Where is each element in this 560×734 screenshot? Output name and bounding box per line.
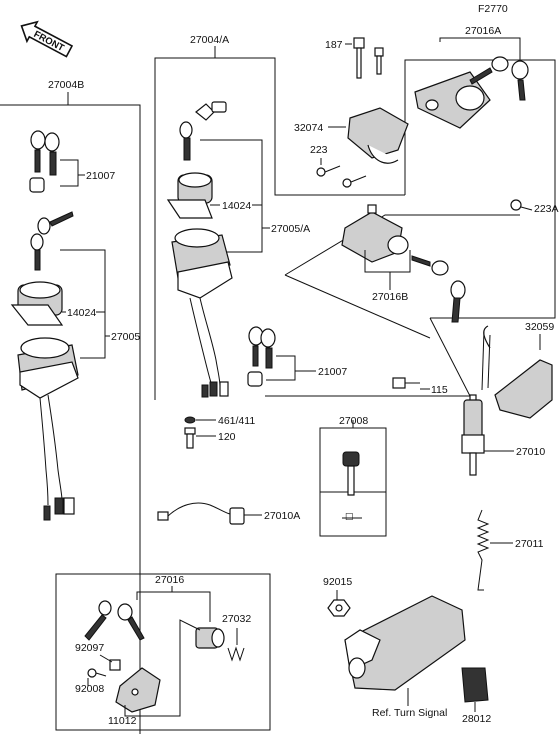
screw-223a-icon: [510, 199, 533, 211]
group-turn-signal-bracket: 92015 28012 Ref. Turn Signal: [323, 576, 491, 725]
label-27010a: 27010A: [264, 510, 300, 522]
group-27010: 27010: [461, 394, 545, 476]
group-32059: 32059: [481, 321, 554, 419]
reflector-icon: [461, 667, 489, 703]
label-14024a: 14024: [67, 307, 96, 319]
svg-text:☐: ☐: [345, 512, 354, 523]
label-27008: 27008: [339, 415, 368, 427]
figure-code: F2770: [478, 3, 508, 15]
bolt-115-icon: [392, 377, 420, 389]
keys-icon: [29, 130, 60, 193]
label-27032: 27032: [222, 613, 251, 625]
label-28012: 28012: [462, 713, 491, 725]
spring-icon: [227, 646, 245, 662]
label-21007b: 21007: [318, 366, 347, 378]
bracket-icon: [494, 359, 553, 419]
screw-icon: [184, 427, 196, 449]
label-32074: 32074: [294, 122, 323, 134]
label-92008: 92008: [75, 683, 104, 695]
label-21007a: 21007: [86, 170, 115, 182]
label-27016b: 27016B: [372, 291, 408, 303]
label-27010: 27010: [516, 446, 545, 458]
group-27004a: 27004/A 14024 27005/A: [154, 34, 405, 525]
label-120: 120: [218, 431, 236, 443]
key-icon: [30, 211, 74, 271]
label-14024b: 14024: [222, 200, 251, 212]
nut-icon: [109, 659, 121, 671]
keys-icon: [469, 56, 529, 101]
cover-plate-icon: [115, 667, 161, 713]
group-27016: 27016 27032 92097 92008: [55, 573, 271, 731]
ref-turn-signal-note: Ref. Turn Signal: [372, 707, 447, 719]
label-27005a: 27005/A: [271, 223, 310, 235]
label-461-411: 461/411: [218, 415, 255, 427]
nut-icon: [327, 599, 351, 617]
keys-icon: [179, 101, 227, 161]
label-27016: 27016: [155, 574, 184, 586]
switch-cable-icon: [157, 502, 245, 525]
switch-27010-icon: [461, 394, 485, 476]
ignition-switch-icon: [17, 337, 79, 521]
label-27004b: 27004B: [48, 79, 84, 91]
ignition-switch-icon: [171, 228, 233, 398]
spring-27011-icon: [476, 509, 490, 591]
keys-icon: [411, 255, 466, 323]
washer-icon: [184, 416, 196, 424]
label-27004a: 27004/A: [190, 34, 229, 46]
label-92097: 92097: [75, 642, 104, 654]
lock-cylinder-icon: [166, 172, 213, 219]
group-box: [55, 573, 271, 731]
label-11012: 11012: [108, 715, 137, 727]
label-187: 187: [325, 39, 343, 51]
label-223a: 223A: [534, 203, 559, 215]
switch-housing-icon: [414, 71, 491, 129]
key-blank-icon: ☐: [342, 451, 362, 523]
bracket-32074-icon: [347, 107, 409, 164]
group-27004b: 27004B 21007 14024 27005: [0, 79, 141, 734]
lock-cylinder-icon: [10, 281, 64, 326]
keys-icon: [84, 600, 145, 641]
group-27016a: 187 27016A 32074 223: [294, 25, 529, 188]
keys-icon: [247, 326, 276, 387]
label-27011: 27011: [515, 538, 544, 550]
label-27005: 27005: [111, 331, 140, 343]
label-32059: 32059: [525, 321, 554, 333]
screw-icon: [87, 668, 107, 678]
group-27016b: 27016B: [341, 204, 466, 323]
label-223: 223: [310, 144, 328, 156]
group-27008: 27008 ☐: [319, 415, 387, 537]
switch-body-icon: [341, 204, 409, 263]
screw-icon: [316, 165, 367, 188]
front-arrow-badge: FRONT: [20, 20, 74, 58]
lock-cylinder-icon: [195, 627, 225, 649]
label-92015: 92015: [323, 576, 352, 588]
label-27016a: 27016A: [465, 25, 501, 37]
label-115: 115: [431, 384, 448, 396]
bolt-icon: [353, 37, 384, 79]
bracket-icon: [344, 595, 466, 691]
